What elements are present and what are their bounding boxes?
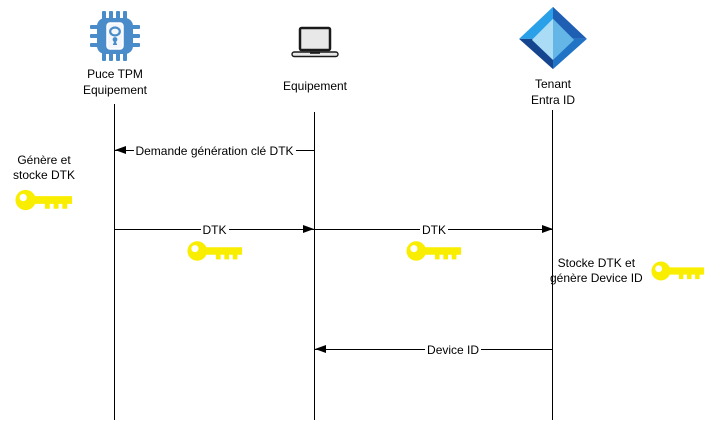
entra-inner-left	[531, 18, 553, 60]
actor-label-line: Tenant	[534, 77, 572, 91]
lifeline-puce-tpm	[114, 104, 115, 420]
actor-label-line: Puce TPM	[87, 67, 143, 81]
entra-inner-right	[553, 18, 575, 60]
note-line: génère Device ID	[550, 271, 643, 285]
key-icon	[651, 261, 704, 281]
arrowhead-left-icon	[315, 345, 326, 353]
note-text: Génère et stocke DTK	[2, 153, 86, 183]
key-icon	[15, 189, 73, 211]
actor-label-tenant: Tenant Entra ID	[483, 76, 623, 108]
key-icon	[186, 241, 242, 261]
actor-label-line: Entra ID	[530, 93, 575, 107]
note-text: Stocke DTK et génère Device ID	[550, 256, 643, 286]
arrowhead-right-icon	[303, 225, 314, 233]
message-label: Demande génération clé DTK	[133, 144, 296, 158]
note-genere-stocke-dtk: Génère et stocke DTK	[2, 153, 86, 213]
actor-label-line: Equipement	[282, 79, 348, 93]
actor-tenant-entra-id	[514, 5, 592, 71]
key-icon	[406, 241, 462, 261]
actor-label-line: Equipement	[82, 83, 148, 97]
actor-label-equipement: Equipement	[245, 78, 385, 94]
keyhole-stem	[112, 39, 118, 45]
note-line: Génère et	[17, 153, 71, 167]
message-label: DTK	[420, 223, 448, 237]
message-label: Device ID	[425, 343, 482, 357]
lifeline-tenant-entra-id	[552, 110, 553, 420]
actor-label-puce-tpm: Puce TPM Equipement	[45, 66, 185, 98]
arrowhead-right-icon	[542, 225, 553, 233]
chip-pins	[90, 11, 140, 61]
actor-equipement	[287, 26, 343, 60]
lifeline-equipement	[314, 112, 315, 420]
entra-id-icon	[519, 6, 587, 70]
laptop-screen	[298, 26, 332, 52]
message-label: DTK	[200, 223, 229, 237]
tpm-chip-icon	[90, 11, 140, 61]
lock-ring	[109, 26, 121, 37]
laptop-notch	[310, 51, 320, 54]
note-line: stocke DTK	[12, 168, 75, 182]
laptop-icon	[291, 26, 339, 58]
note-line: Stocke DTK et	[557, 256, 636, 270]
actor-puce-tpm	[89, 10, 141, 62]
arrowhead-left-icon	[115, 146, 126, 154]
note-stocke-dtk-genere-device-id: Stocke DTK et génère Device ID	[550, 256, 710, 286]
